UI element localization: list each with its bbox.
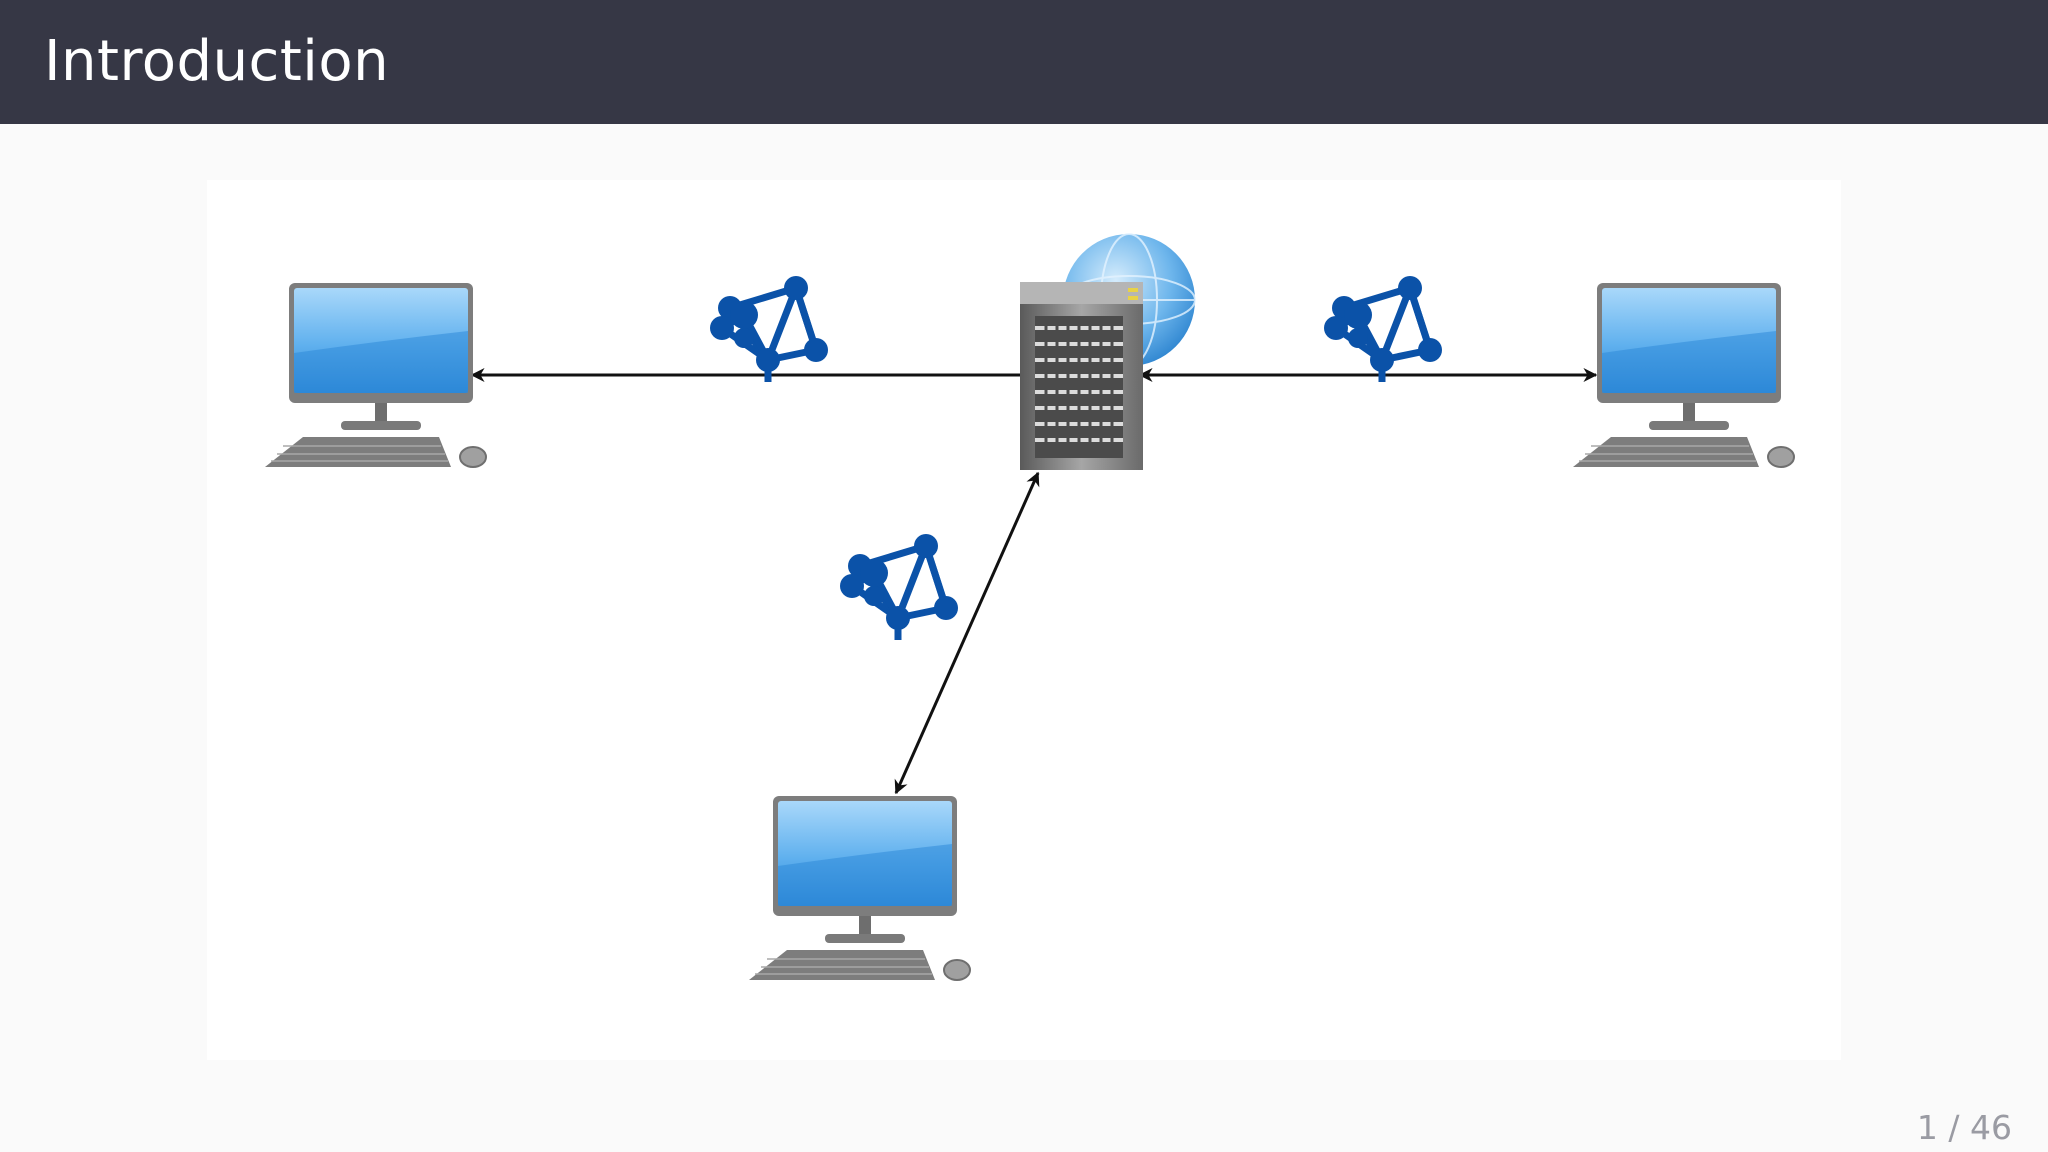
page-current: 1 [1916,1108,1938,1147]
network-graph-icon [710,276,828,382]
page-separator: / [1948,1108,1960,1147]
page-total: 46 [1970,1108,2012,1147]
title-bar: Introduction [0,0,2048,124]
page-number: 1 / 46 [1917,1108,2012,1147]
desktop-computer-icon [1572,282,1795,468]
web-server-with-globe-icon [1020,233,1196,470]
network-graph-icon [840,534,958,640]
desktop-computer-icon [264,282,487,468]
slide-title: Introduction [44,29,390,94]
desktop-computer-icon [748,795,971,981]
network-graph-icon [1324,276,1442,382]
edge-server-bottom-client [894,471,1040,795]
